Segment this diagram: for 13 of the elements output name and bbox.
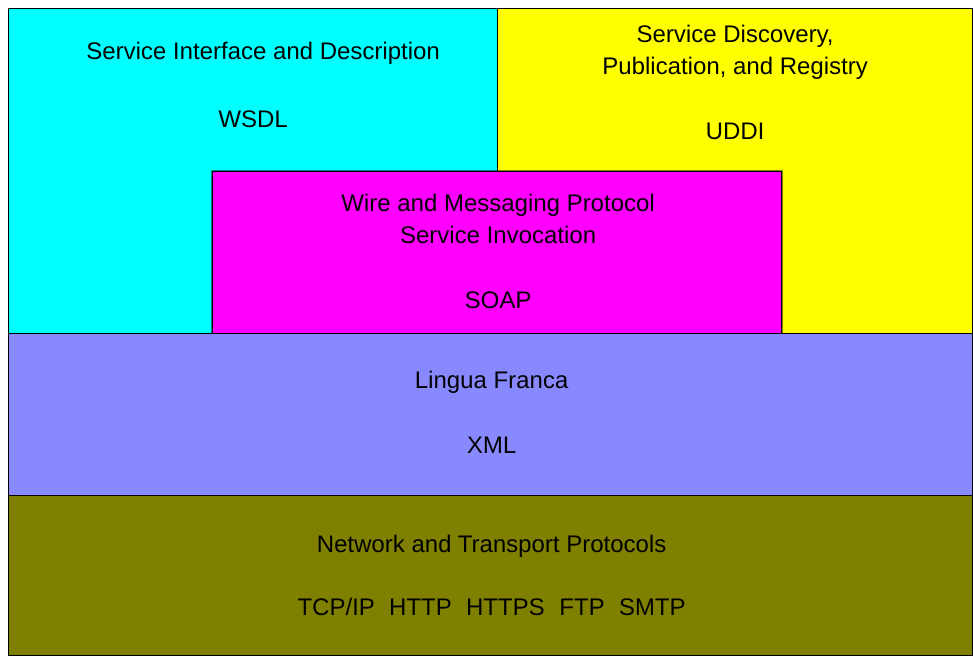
protocol-name: WSDL <box>217 105 289 135</box>
layer-title: Service Discovery, Publication, and Registry <box>601 20 869 82</box>
protocol-name: UDDI <box>704 117 766 147</box>
protocol-name: XML <box>466 431 518 461</box>
layer-box <box>212 171 782 334</box>
protocol-name: TCP/IP HTTP HTTPS FTP SMTP <box>296 593 687 623</box>
layer-title: Lingua Franca <box>414 366 570 396</box>
layer-title: Service Interface and Description <box>85 37 441 67</box>
protocol-name: SOAP <box>464 286 532 316</box>
layer-title: Wire and Messaging Protocol Service Invocation <box>340 189 656 251</box>
layer-title: Network and Transport Protocols <box>316 530 668 560</box>
layer-box <box>8 495 973 656</box>
layer-box <box>8 333 973 496</box>
